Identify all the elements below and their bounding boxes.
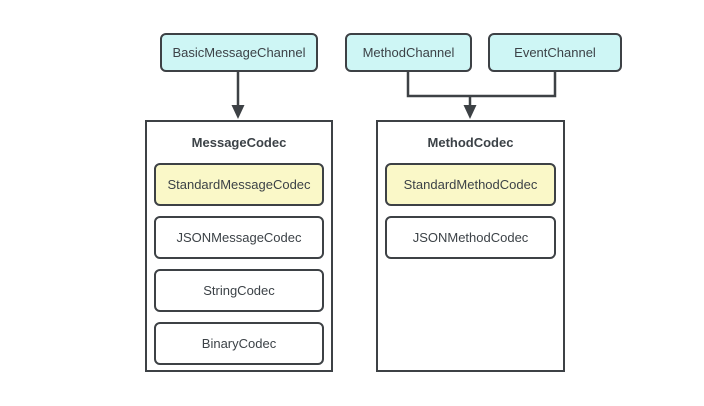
node-standard-method-codec: StandardMethodCodec	[385, 163, 556, 206]
node-binary-codec: BinaryCodec	[154, 322, 324, 365]
group-items: StandardMessageCodec JSONMessageCodec St…	[147, 163, 331, 365]
group-message-codec: MessageCodec StandardMessageCodec JSONMe…	[145, 120, 333, 372]
node-json-message-codec: JSONMessageCodec	[154, 216, 324, 259]
node-label: StandardMethodCodec	[403, 177, 538, 192]
node-string-codec: StringCodec	[154, 269, 324, 312]
node-label: StringCodec	[203, 283, 275, 298]
node-event-channel: EventChannel	[488, 33, 622, 72]
node-label: JSONMethodCodec	[412, 230, 529, 245]
group-items: StandardMethodCodec JSONMethodCodec	[378, 163, 563, 259]
group-title: MethodCodec	[427, 135, 514, 150]
group-method-codec: MethodCodec StandardMethodCodec JSONMeth…	[376, 120, 565, 372]
group-title: MessageCodec	[191, 135, 287, 150]
node-method-channel: MethodChannel	[345, 33, 472, 72]
node-standard-message-codec: StandardMessageCodec	[154, 163, 324, 206]
node-label: StandardMessageCodec	[167, 177, 311, 192]
node-label: BasicMessageChannel	[172, 45, 306, 60]
node-json-method-codec: JSONMethodCodec	[385, 216, 556, 259]
node-label: EventChannel	[514, 45, 596, 60]
arrow-basicmessagechannel-to-messagecodec	[231, 72, 245, 119]
arrow-methodchannel-eventchannel-to-methodcodec	[406, 72, 557, 119]
node-label: BinaryCodec	[201, 336, 277, 351]
node-basic-message-channel: BasicMessageChannel	[160, 33, 318, 72]
node-label: MethodChannel	[362, 45, 455, 60]
node-label: JSONMessageCodec	[176, 230, 302, 245]
